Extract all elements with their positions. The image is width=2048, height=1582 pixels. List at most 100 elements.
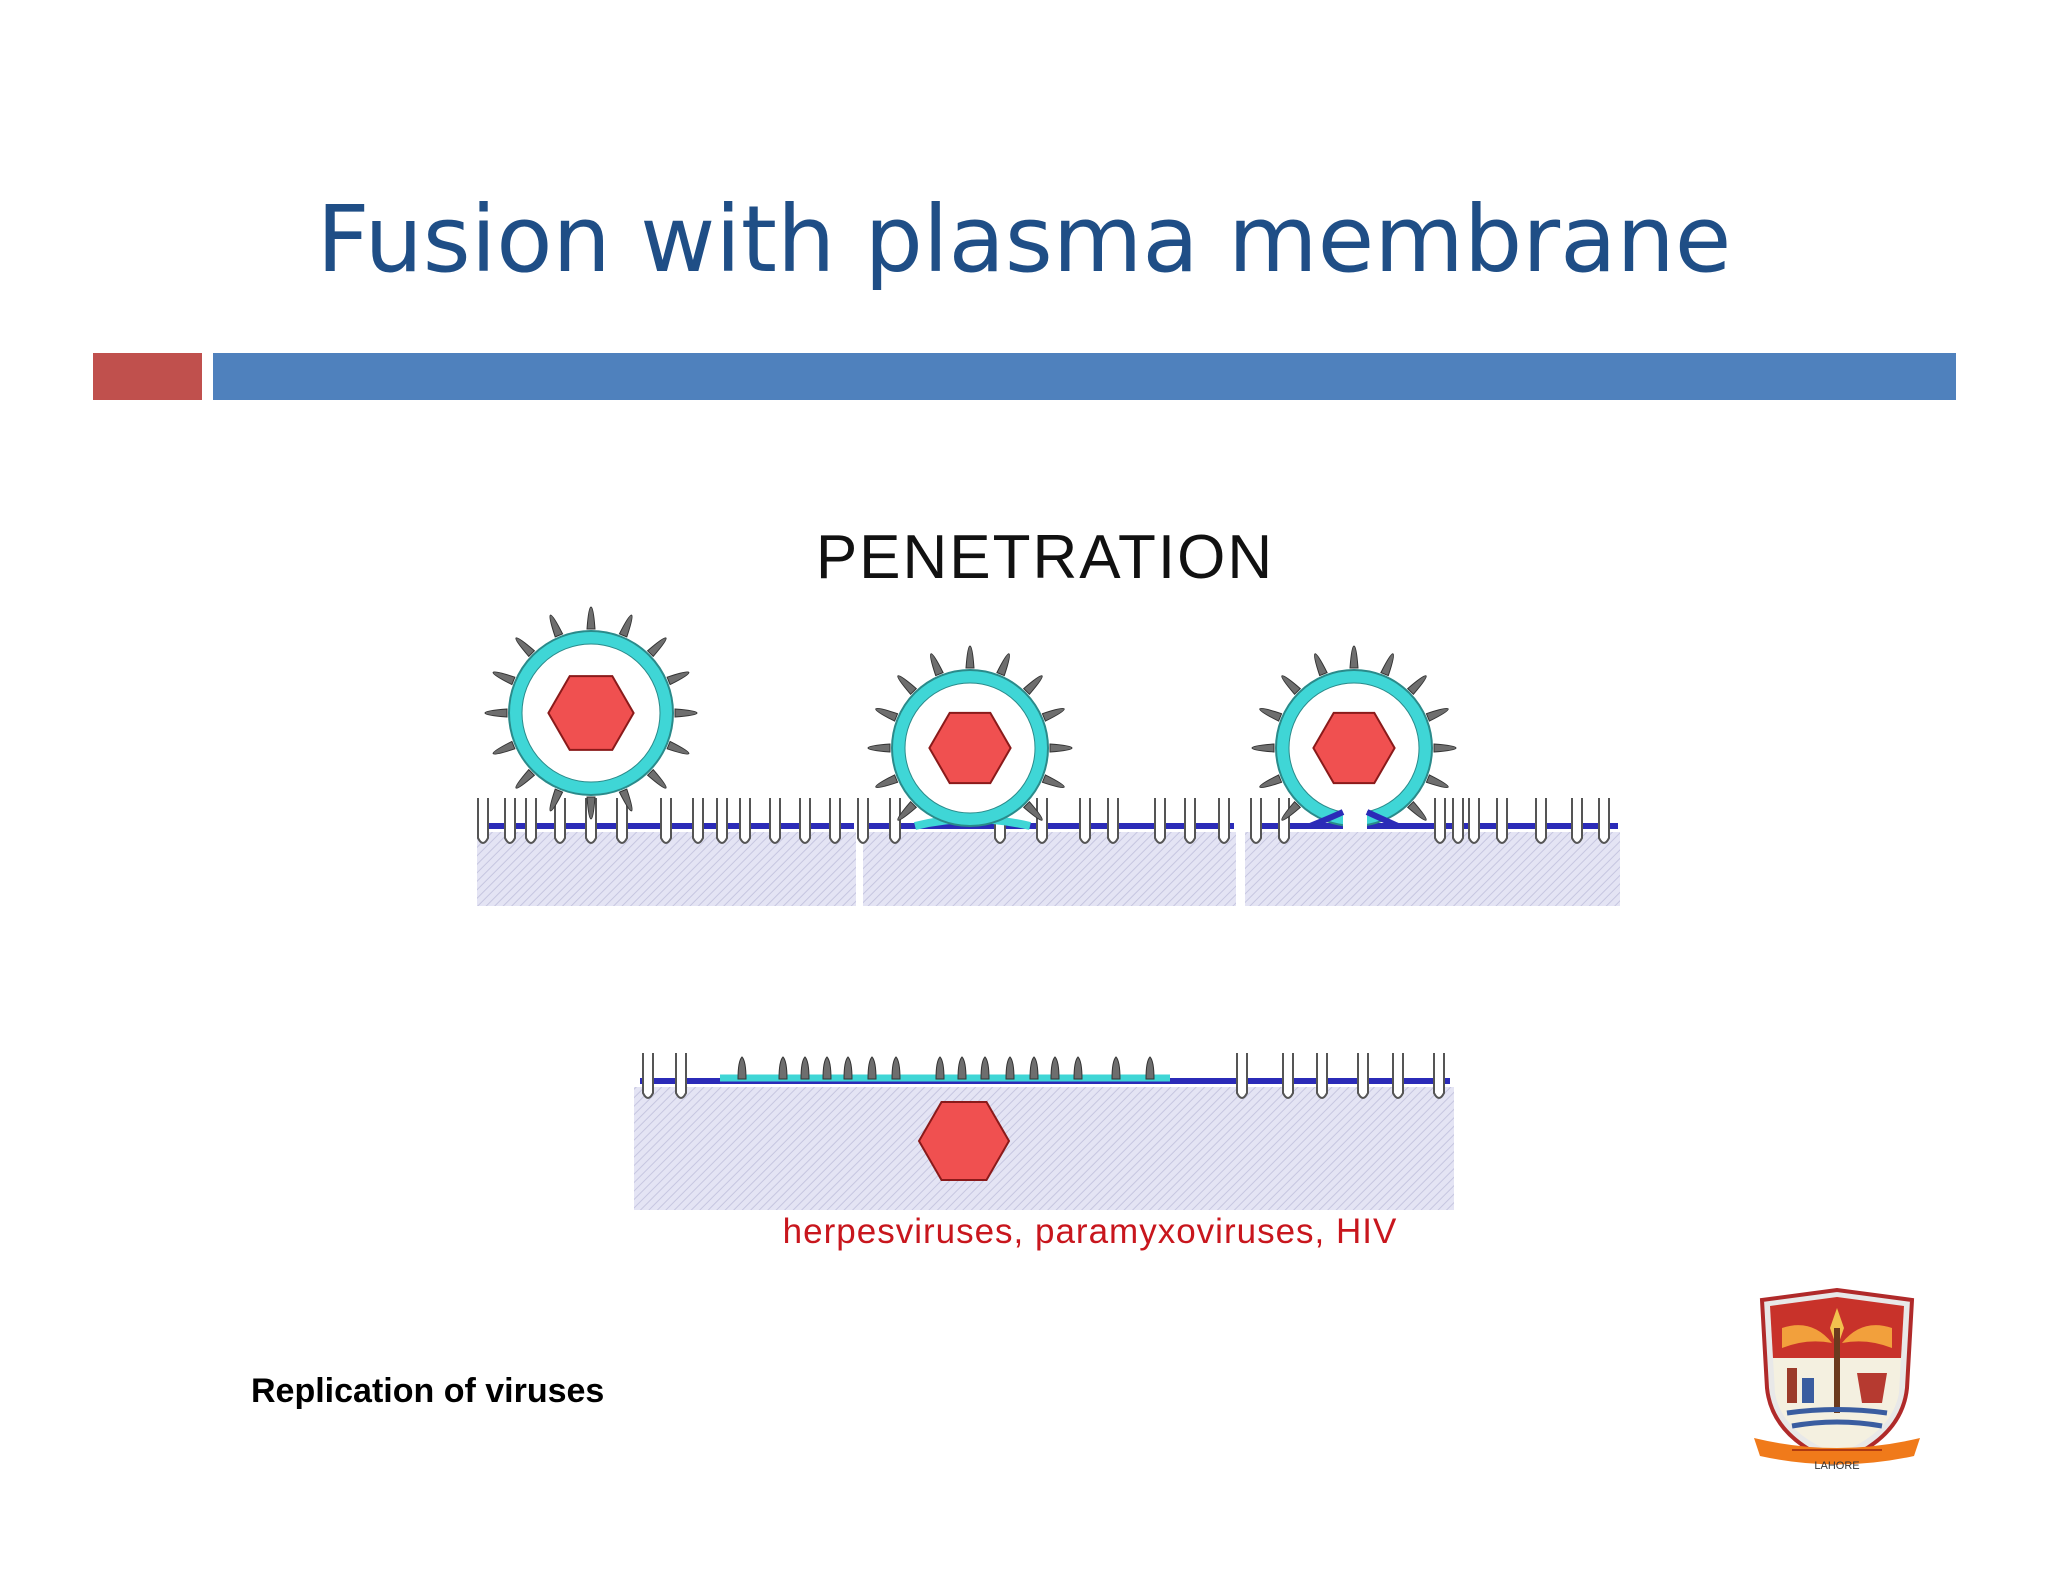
receptor (1392, 1053, 1404, 1099)
glycoprotein-spike (891, 1056, 901, 1080)
receptor (769, 798, 781, 844)
receptor (554, 798, 566, 844)
receptor (1250, 798, 1262, 844)
glycoprotein-spike (549, 614, 564, 638)
glycoprotein-spike (646, 768, 667, 789)
cytoplasm-panel-1 (477, 832, 856, 906)
glycoprotein-spike (1022, 800, 1043, 821)
glycoprotein-spike (1145, 1056, 1155, 1080)
nucleocapsid (928, 711, 1012, 785)
glycoprotein-spike (867, 1056, 877, 1080)
logo-caption: LAHORE (1814, 1460, 1860, 1472)
glycoprotein-spike (515, 637, 536, 658)
glycoprotein-spike (822, 1056, 832, 1080)
receptor (739, 798, 751, 844)
receptor (504, 798, 516, 844)
receptor (525, 798, 537, 844)
receptor (675, 1053, 687, 1099)
glycoprotein-spike (492, 740, 516, 755)
glycoprotein-spike (1313, 653, 1328, 677)
receptor (1468, 798, 1480, 844)
cytoplasm-panel-4 (634, 1087, 1454, 1210)
receptor (1496, 798, 1508, 844)
glycoprotein-spike (492, 671, 516, 686)
glycoprotein-spike (515, 768, 536, 789)
receptor (799, 798, 811, 844)
glycoprotein-spike (1073, 1056, 1083, 1080)
receptor (1357, 1053, 1369, 1099)
glycoprotein-spike (1380, 653, 1395, 677)
glycoprotein-spike (800, 1056, 810, 1080)
receptor (1107, 798, 1119, 844)
receptor (1434, 798, 1446, 844)
glycoprotein-spike (1259, 707, 1283, 722)
glycoprotein-spike (965, 645, 975, 669)
glycoprotein-spike (875, 707, 899, 722)
pore-edge-right (1365, 809, 1400, 829)
glycoprotein-spike (666, 671, 690, 686)
glycoprotein-spike (1406, 800, 1427, 821)
glycoprotein-spike (1022, 675, 1043, 696)
glycoprotein-spike (867, 743, 891, 753)
glycoprotein-spike (1111, 1056, 1121, 1080)
glycoprotein-spike (1259, 774, 1283, 789)
receptor (1236, 1053, 1248, 1099)
glycoprotein-spike (1281, 675, 1302, 696)
receptor (829, 798, 841, 844)
glycoprotein-spike (666, 740, 690, 755)
receptor (1598, 798, 1610, 844)
glycoprotein-spike (897, 800, 918, 821)
glycoprotein-spike (674, 708, 698, 718)
receptor (1282, 1053, 1294, 1099)
receptor (1218, 798, 1230, 844)
college-crest-icon (1754, 1288, 1920, 1466)
glycoprotein-spike (1005, 1056, 1015, 1080)
glycoprotein-spike (935, 1056, 945, 1080)
glycoprotein-spike (1041, 774, 1065, 789)
released-nucleocapsid (917, 1101, 1011, 1181)
receptor (660, 798, 672, 844)
glycoprotein-spike (957, 1056, 967, 1080)
diagram-caption: herpesviruses, paramyxoviruses, HIV (782, 1212, 1398, 1251)
glycoprotein-spike (1281, 800, 1302, 821)
slide-title: Fusion with plasma membrane (316, 186, 1732, 293)
receptor (1535, 798, 1547, 844)
receptor (1452, 798, 1464, 844)
glycoprotein-spike (646, 637, 667, 658)
glycoprotein-spike (1425, 774, 1449, 789)
glycoprotein-spike (1349, 645, 1359, 669)
glycoprotein-spike (875, 774, 899, 789)
nucleocapsid (547, 675, 635, 751)
pore-edge-left (1308, 809, 1345, 829)
glycoprotein-spike (1029, 1056, 1039, 1080)
receptor (692, 798, 704, 844)
glycoprotein-spike (1406, 675, 1427, 696)
glycoprotein-spike (897, 675, 918, 696)
glycoprotein-spike (1049, 743, 1073, 753)
glycoprotein-spike (586, 606, 596, 630)
glycoprotein-spike (618, 614, 633, 638)
receptor (642, 1053, 654, 1099)
glycoprotein-spike (586, 796, 596, 820)
glycoprotein-spike (843, 1056, 853, 1080)
receptor (477, 798, 489, 844)
glycoprotein-spike (1425, 707, 1449, 722)
title-accent-bar-red (93, 353, 202, 400)
receptor (1154, 798, 1166, 844)
glycoprotein-spike (484, 708, 508, 718)
glycoprotein-spike (618, 788, 633, 812)
cytoplasm-panel-2 (863, 832, 1236, 906)
glycoprotein-spike (1050, 1056, 1060, 1080)
receptor (616, 798, 628, 844)
glycoprotein-spike (980, 1056, 990, 1080)
receptor (716, 798, 728, 844)
receptor (1571, 798, 1583, 844)
receptor (889, 798, 901, 844)
glycoprotein-spike (737, 1056, 747, 1080)
nucleocapsid (1312, 711, 1396, 785)
receptor (1184, 798, 1196, 844)
slide-footer: Replication of viruses (251, 1372, 605, 1410)
receptor (1079, 798, 1091, 844)
glycoprotein-spike (549, 788, 564, 812)
